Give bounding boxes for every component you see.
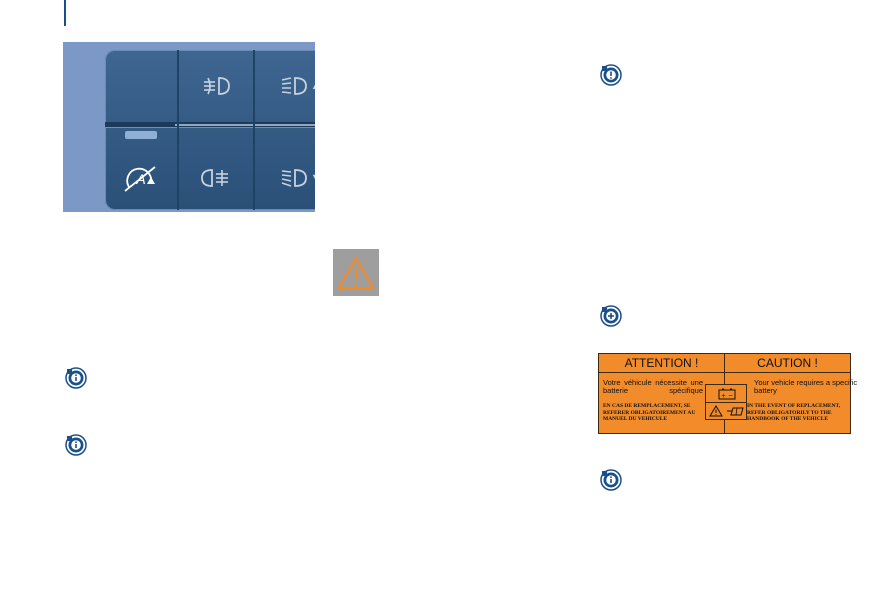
switch-panel-photo: ▲ A: [63, 42, 315, 212]
headlamp-level-up-icon: [281, 77, 307, 95]
arrow-up-icon: ▲: [311, 80, 315, 92]
battery-caution-label: ATTENTION ! CAUTION ! Votre véhicule néc…: [598, 353, 857, 434]
stop-start-off-icon: A: [124, 166, 156, 192]
headlamp-level-up-switch: ▲: [255, 50, 315, 122]
panel-separator: [253, 50, 255, 210]
battery-symbol-text: + −: [721, 392, 733, 399]
label-title-en: CAUTION !: [757, 356, 818, 370]
stop-start-switch: A: [105, 146, 177, 210]
arrow-down-icon: ▼: [311, 172, 315, 184]
battery-icon: + −: [718, 388, 736, 400]
label-title-fr: ATTENTION !: [624, 356, 699, 370]
header-rule: [64, 0, 66, 26]
warning-triangle-icon: [337, 256, 375, 289]
foglight-rear-icon: [201, 169, 228, 187]
info-icon: [65, 367, 87, 389]
panel-light-strip: [175, 124, 315, 126]
warning-box: [333, 249, 379, 296]
warning-triangle-icon: [709, 405, 723, 417]
foglight-front-icon: [204, 77, 230, 95]
label-fine-print-en: IN THE EVENT OF REPLACEMENT, REFER OBLIG…: [747, 403, 841, 422]
switch-panel: ▲ A: [105, 50, 315, 210]
blank-switch: [105, 50, 177, 122]
info-callout-2: [65, 434, 87, 461]
headlamp-level-down-icon: [281, 169, 307, 187]
headlamp-level-down-switch: ▼: [255, 146, 315, 210]
tip-callout-1: [600, 305, 622, 332]
label-text-en: Your vehicle requires a specific battery: [754, 378, 858, 395]
info-icon: [600, 469, 622, 491]
label-symbols-box: + −: [705, 384, 747, 420]
rear-foglight-switch: [179, 146, 253, 210]
important-callout-1: [600, 64, 622, 91]
label-text-fr: Votre véhicule nécessite une batterie sp…: [603, 378, 703, 395]
info-callout-3: [600, 469, 622, 496]
indicator-led: [125, 131, 157, 139]
symbols-divider: [706, 402, 746, 403]
label-title-rule: [599, 372, 850, 373]
info-icon: [65, 434, 87, 456]
manual-book-icon: [727, 407, 744, 416]
label-fine-print-fr: EN CAS DE REMPLACEMENT, SE REFERER OBLIG…: [603, 403, 696, 422]
exclamation-icon: [600, 64, 622, 86]
panel-separator: [177, 50, 179, 210]
plus-icon: [600, 305, 622, 327]
front-foglight-switch: [179, 50, 253, 122]
info-callout-1: [65, 367, 87, 394]
